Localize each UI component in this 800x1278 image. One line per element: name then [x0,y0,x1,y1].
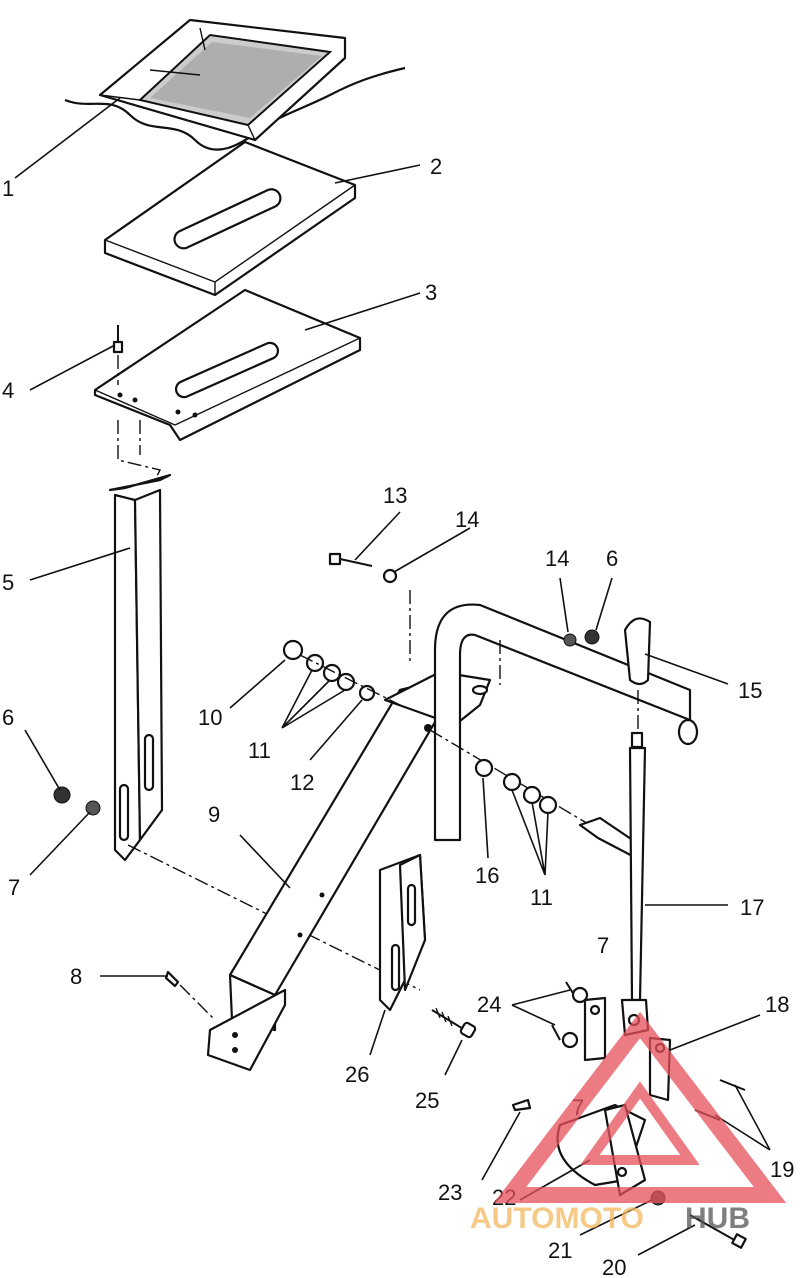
part-14-washer-right [563,633,577,647]
part-23-pin [511,1098,532,1112]
part-7-washers-right [561,986,589,1049]
part-13-bolt [328,552,373,567]
part-26-bracket [378,853,427,1012]
part-24-pins [551,981,577,1041]
callout-19: 19 [770,1157,794,1182]
callout-16: 16 [475,863,499,888]
callout-26: 26 [345,1062,369,1087]
callout-7-left: 7 [8,875,20,900]
part-14-washer-top [382,568,398,584]
part-11-washers-left [305,653,356,692]
callout-labels: 1 2 3 4 5 6 6 7 7 7 8 9 10 11 11 12 13 1… [2,154,794,1278]
part-12-washer [358,684,376,702]
part-25-bolt [431,1007,477,1039]
callout-4: 4 [2,378,14,403]
part-6-nut-left [53,786,71,804]
watermark-text-1: AUTOMOTO [470,1202,644,1235]
callout-14-right: 14 [545,546,569,571]
part-1-shift-boot-mat [64,18,406,151]
callout-11-right: 11 [530,885,553,910]
watermark-logo: AUTOMOTO HUB [470,1011,787,1235]
part-3-base-plate [93,288,362,442]
part-17-shift-rod [620,731,650,1037]
part-20-bolt [689,1214,747,1249]
callout-7-mid: 7 [597,933,609,958]
callout-10: 10 [198,705,222,730]
callout-15: 15 [738,678,762,703]
callout-13: 13 [383,483,407,508]
part-4-screw [112,325,124,385]
callout-12: 12 [290,770,314,795]
part-6-nut-right [584,629,600,645]
callout-21: 21 [548,1238,572,1263]
callout-17: 17 [740,895,764,920]
part-15-knob [623,617,652,730]
callout-6-left: 6 [2,705,14,730]
callout-8: 8 [70,964,82,989]
callout-20: 20 [602,1255,626,1278]
callout-24: 24 [477,992,501,1017]
callout-25: 25 [415,1088,439,1113]
part-5-vertical-bracket [108,420,172,862]
callout-6-right: 6 [606,546,618,571]
callout-1: 1 [2,176,14,201]
callout-14-top: 14 [455,507,479,532]
handle-tube [409,590,699,842]
watermark-text-2: HUB [685,1202,750,1235]
callout-2: 2 [430,154,442,179]
part-9-angled-support [206,670,492,1072]
part-8-pin [164,970,216,1021]
callout-3: 3 [425,280,437,305]
part-11-washers-right [502,772,558,815]
part-2-upper-plate [103,140,357,297]
callout-18: 18 [765,992,789,1017]
part-7-washer-left [85,800,101,816]
leader-lines [14,97,771,1256]
callout-23: 23 [438,1180,462,1205]
callout-5: 5 [2,570,14,595]
part-16-washer [474,758,494,778]
callout-11-left: 11 [248,738,271,763]
part-10-nut [282,639,304,661]
callout-9: 9 [208,802,220,827]
